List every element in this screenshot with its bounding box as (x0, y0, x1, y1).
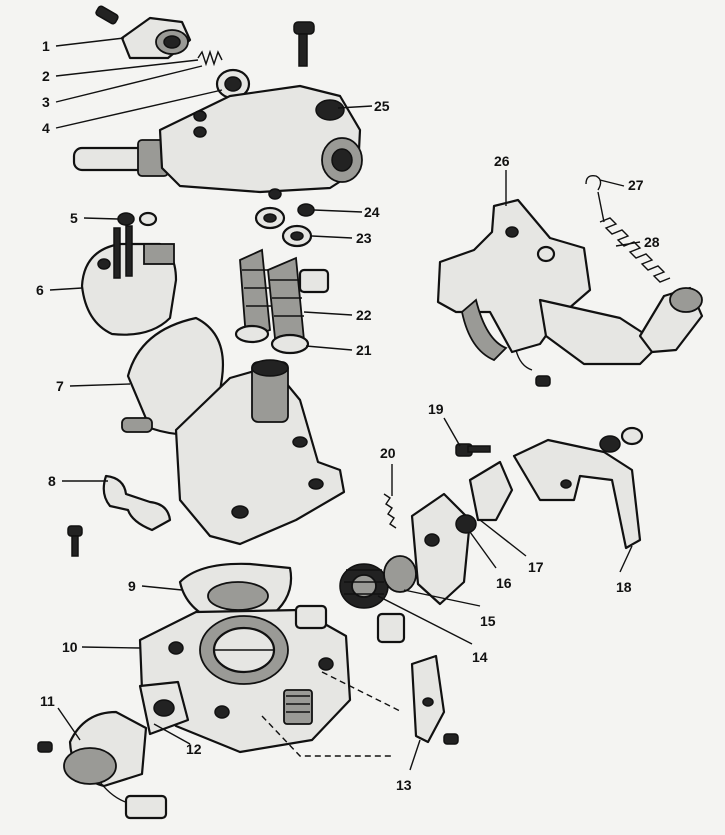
part-8-hose (102, 474, 172, 532)
part-18-bracket (512, 426, 644, 550)
callout-9: 9 (128, 578, 136, 594)
part-26-cable-end (638, 286, 704, 354)
callout-15: 15 (480, 613, 496, 629)
part-4-gasket (215, 68, 251, 100)
part-26-linkage-bracket (436, 198, 662, 387)
callout-18: 18 (616, 579, 632, 595)
callout-6: 6 (36, 282, 44, 298)
callout-7: 7 (56, 378, 64, 394)
part-23-o-rings (254, 206, 313, 248)
part-1-housing (95, 5, 192, 60)
part-5-washers (117, 211, 158, 227)
callout-21: 21 (356, 342, 372, 358)
callout-10: 10 (62, 639, 78, 655)
part-25-housing (72, 21, 363, 194)
part-10-throttle-body (138, 604, 406, 754)
part-14-filter (339, 563, 389, 609)
callout-5: 5 (70, 210, 78, 226)
leader-lines (49, 37, 641, 771)
callout-11: 11 (40, 693, 55, 709)
callout-28: 28 (644, 234, 660, 250)
callout-3: 3 (42, 94, 50, 110)
part-2-spring (197, 49, 223, 67)
part-28-spring (597, 191, 671, 283)
callout-25: 25 (374, 98, 390, 114)
part-6-actuator (80, 225, 178, 336)
connector-dashes (261, 671, 403, 757)
part-19-screw (455, 443, 491, 457)
part-15-coupling (383, 555, 417, 593)
callout-20: 20 (380, 445, 396, 461)
part-20-spring (383, 493, 397, 529)
callout-2: 2 (42, 68, 50, 84)
callout-13: 13 (396, 777, 412, 793)
part-12-gasket (138, 680, 190, 736)
callout-1: 1 (42, 38, 50, 54)
part-7-intake-chamber (121, 316, 346, 546)
part-27-hook (585, 174, 602, 191)
callout-23: 23 (356, 230, 372, 246)
part-9-gasket (178, 562, 293, 624)
callout-27: 27 (628, 177, 644, 193)
callout-labels: 1 2 3 4 25 5 6 7 8 9 10 11 12 13 14 15 1… (36, 38, 660, 793)
part-21-gasket (234, 324, 310, 355)
part-11-solenoid (37, 710, 168, 820)
callout-8: 8 (48, 473, 56, 489)
part-13-bracket (410, 654, 459, 745)
callout-22: 22 (356, 307, 372, 323)
callout-26: 26 (494, 153, 510, 169)
callout-24: 24 (364, 204, 380, 220)
callout-19: 19 (428, 401, 444, 417)
bolt-left (67, 525, 83, 557)
callout-16: 16 (496, 575, 512, 591)
callout-14: 14 (472, 649, 488, 665)
callout-17: 17 (528, 559, 544, 575)
part-16-washer (455, 514, 477, 534)
part-17-sensor (410, 460, 514, 606)
callout-12: 12 (186, 741, 202, 757)
callout-4: 4 (42, 120, 50, 136)
